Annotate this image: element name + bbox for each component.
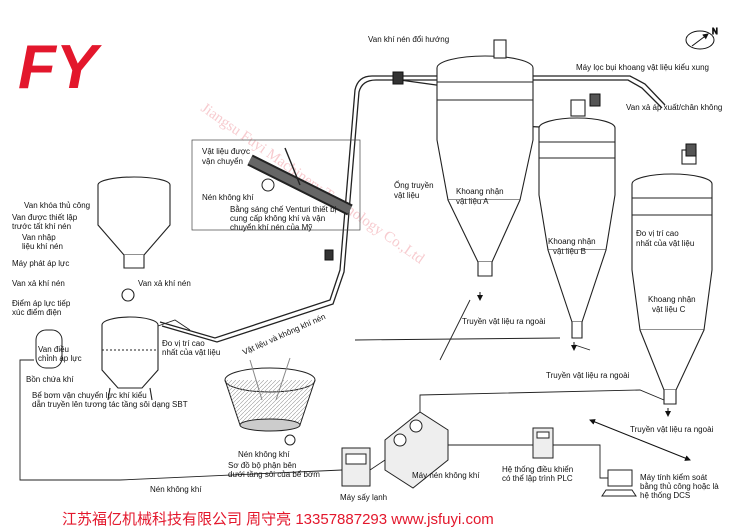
label-may-say: Máy sấy lạnh [340,493,387,502]
computer-icon [601,469,637,497]
label-van-xa-left: Van xả khí nén [12,279,65,288]
label-van-thiet-lap-2: trước tất khí nén [12,222,71,231]
label-venturi-desc-3: chuyển khí nén của Mỹ [230,223,312,232]
air-dryer [341,447,371,487]
pump-tank [101,316,159,401]
label-khoang-c-2: vật liệu C [652,305,686,314]
label-vat-lieu-khi-nen: Vật liệu và không khí nén [241,312,327,357]
label-dcs-1: Máy tính kiểm soát [640,473,708,482]
label-do-vi-tri-c-2: nhất của vật liệu [636,239,694,248]
label-venturi-desc-2: cung cấp không khí và vận [230,214,325,223]
label-khoang-b-1: Khoang nhận [548,237,596,246]
compass-icon: N [685,27,719,50]
label-plc-1: Hệ thống điều khiển [502,465,573,474]
label-diem-ap-2: xúc điểm điện [12,308,61,317]
svg-text:N: N [712,27,718,36]
label-be-bom-2: dẫn truyền lên tương tác tầng sôi dạng S… [32,400,188,409]
label-van-nhap-1: Van nhập [22,233,56,242]
label-dcs-2: bằng thủ công hoặc là [640,482,719,491]
label-venturi-title-2: vận chuyển [202,157,243,166]
air-compressor [384,411,449,489]
watermark: Jiangsu Fuyi Machinery Technology Co.,Lt… [198,100,428,267]
label-bon-chua-khi: Bồn chứa khí [26,375,74,384]
label-ong-truyen-1: Ống truyền [394,180,434,190]
label-truyen-ra-b: Truyền vật liệu ra ngoài [546,371,630,380]
label-van-xa-ap: Van xả áp xuất/chân không [626,103,722,112]
label-khoang-a-2: vật liệu A [456,197,489,206]
label-nen-detail: Nén không khí [238,450,290,459]
footer-contact: 江苏福亿机械科技有限公司 周守亮 13357887293 www.jsfuyi.… [62,511,494,528]
label-plc-2: có thể lập trình PLC [502,474,573,483]
label-khoang-a-1: Khoang nhận [456,187,504,196]
label-ong-truyen-2: vật liệu [394,191,419,200]
label-khoang-c-1: Khoang nhận [648,295,696,304]
plc-cabinet-icon [532,427,554,459]
feed-hopper [97,176,171,302]
silo-a [436,39,534,277]
label-van-nhap-2: liệu khí nén [22,242,63,251]
brand-logo: FY [18,33,103,102]
label-van-dieu-2: chỉnh áp lực [38,354,82,363]
label-van-doi-huong: Van khí nén đổi hướng [368,35,449,44]
filter-boxes [589,93,697,157]
label-nen-bottom: Nén không khí [150,485,202,494]
labels: Van khí nén đổi hướng Máy lọc bụi khoang… [12,35,722,502]
label-so-do-1: Sơ đồ bộ phận bên [228,461,296,470]
label-do-vi-tri-c-1: Đo vị trí cao [636,229,679,238]
venturi-detail [191,139,361,231]
label-van-xa-right: Van xả khí nén [138,279,191,288]
label-truyen-ra-a: Truyền vật liệu ra ngoài [462,317,546,326]
label-van-thiet-lap-1: Van được thiết lập [12,213,78,222]
label-venturi-title-1: Vật liệu được [202,147,250,156]
fluidized-bed-detail [224,357,316,446]
label-venturi-desc-1: Bằng sáng chế Venturi thiết bị [230,205,337,214]
label-may-loc-bui: Máy lọc bụi khoang vật liệu kiểu xung [576,63,709,72]
silo-b [538,99,616,339]
label-diem-ap-1: Điểm áp lực tiếp [12,299,71,308]
label-khoang-b-2: vật liệu B [553,247,586,256]
air-lines [19,299,665,481]
label-van-dieu-1: Van điều [38,345,69,354]
label-truyen-ra-c: Truyền vật liệu ra ngoài [630,425,714,434]
air-storage-tank [35,329,63,369]
label-do-vi-tri-2: nhất của vật liệu [162,348,220,357]
label-venturi-nen: Nén không khí [202,193,254,202]
label-van-khoa: Van khóa thủ công [24,201,90,210]
flow-arrows [477,292,691,461]
label-may-phat-ap: Máy phát áp lực [12,259,69,268]
label-so-do-2: dưới tầng sôi của bể bơm [228,470,320,479]
label-dcs-3: hệ thống DCS [640,491,690,500]
label-may-nen: Máy nén không khí [412,471,480,480]
label-be-bom-1: Bể bơm vận chuyển lực khí kiểu [32,391,147,400]
label-do-vi-tri-1: Đo vị trí cao [162,339,205,348]
silo-c [631,149,713,405]
